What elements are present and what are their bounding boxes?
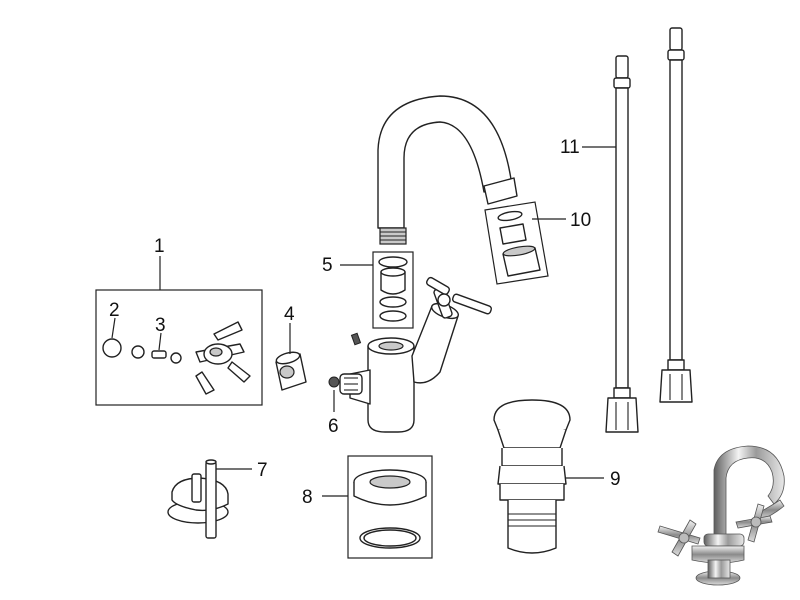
cross-handle bbox=[195, 321, 251, 395]
part-3-screw bbox=[151, 350, 182, 364]
product-photo-tap bbox=[657, 445, 785, 586]
callout-5: 5 bbox=[322, 255, 333, 276]
part-11-flexible-hoses bbox=[605, 27, 693, 433]
spout bbox=[377, 95, 513, 229]
callout-3: 3 bbox=[155, 315, 166, 336]
part-10-aerator-kit bbox=[484, 201, 549, 285]
part-6-cartridge bbox=[328, 373, 363, 395]
callout-2: 2 bbox=[109, 300, 120, 321]
callout-1: 1 bbox=[154, 236, 165, 257]
part-9-pop-up-waste bbox=[493, 399, 571, 554]
callout-9: 9 bbox=[610, 469, 621, 490]
part-1-handle-kit bbox=[95, 289, 263, 406]
part-7-fixing-bracket bbox=[167, 459, 229, 539]
callout-7: 7 bbox=[257, 460, 268, 481]
part-2-indicator-cap bbox=[102, 338, 122, 358]
small-grub-screw bbox=[350, 332, 362, 346]
tap-body bbox=[367, 345, 415, 433]
callout-8: 8 bbox=[302, 487, 313, 508]
hot-cold-socket-right bbox=[411, 305, 459, 384]
callout-6: 6 bbox=[328, 416, 339, 437]
spout-outlet bbox=[483, 177, 518, 205]
part-5-seal-kit bbox=[372, 251, 414, 329]
callout-10: 10 bbox=[570, 210, 591, 231]
tap-body-assembly bbox=[349, 95, 518, 433]
callout-labels: 1 2 3 4 5 6 7 8 9 10 11 bbox=[109, 137, 621, 508]
part-4-collar bbox=[275, 351, 307, 391]
callout-11: 11 bbox=[560, 137, 580, 158]
part-8-washer-kit bbox=[347, 455, 433, 559]
leader-lines bbox=[111, 146, 616, 497]
cross-handle-right bbox=[426, 276, 493, 319]
callout-4: 4 bbox=[284, 304, 295, 325]
